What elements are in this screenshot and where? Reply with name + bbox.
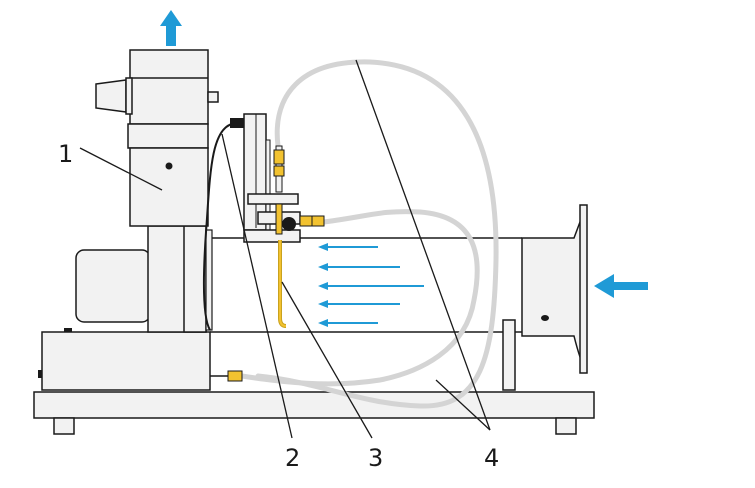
inlet-flange [579, 204, 588, 374]
pitot-tube [227, 145, 325, 382]
base-plate [33, 391, 595, 419]
arrow-left-icon [594, 274, 648, 298]
label-3: 3 [368, 444, 383, 472]
label-1: 1 [58, 140, 73, 168]
inlet-screw [541, 315, 549, 321]
duct-support [502, 319, 516, 391]
label-2: 2 [285, 444, 300, 472]
traverse-mechanism [202, 113, 301, 331]
test-section [210, 204, 588, 391]
fan-housing [95, 49, 219, 227]
pressure-tubes [239, 59, 499, 409]
flow-arrows [318, 243, 424, 327]
arrow-up-icon [160, 10, 182, 46]
control-box [38, 328, 211, 391]
foot-left [53, 417, 75, 435]
motor [75, 225, 213, 333]
foot-right [555, 417, 577, 435]
leader-lines [79, 59, 491, 439]
label-4: 4 [484, 444, 499, 472]
base-assembly [33, 391, 595, 435]
inlet-nozzle [521, 205, 587, 373]
